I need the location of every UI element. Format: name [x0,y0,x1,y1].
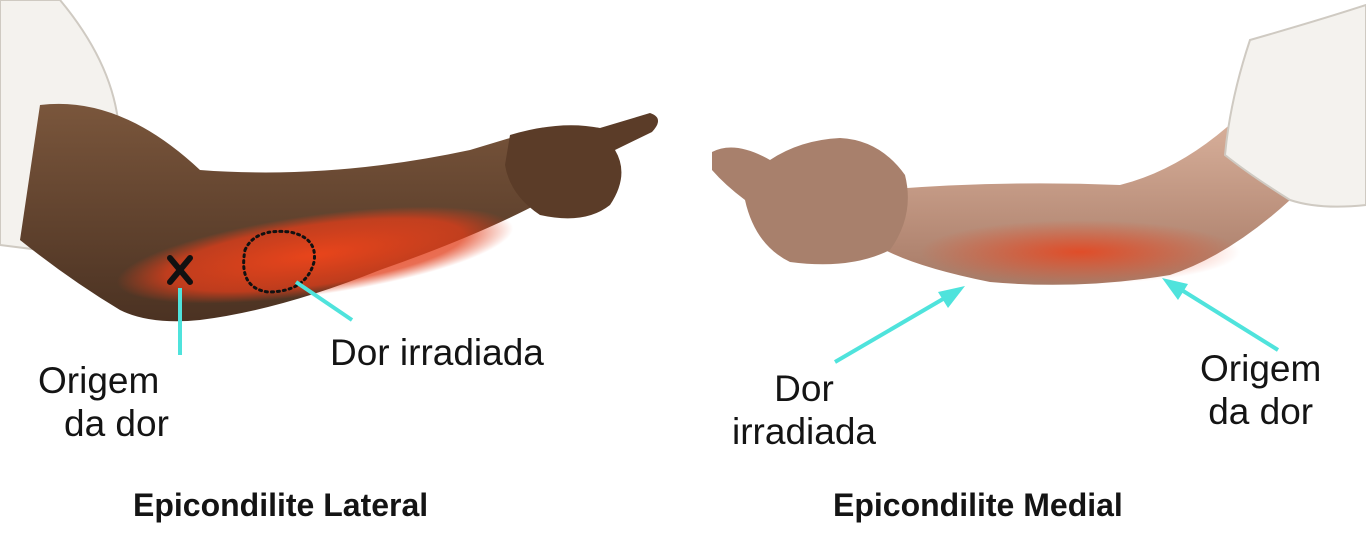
left-radiated-label: Dor irradiada [330,332,544,375]
right-origin-label: Origem da dor [1200,348,1321,433]
left-arm [0,0,658,355]
right-hand [712,138,908,264]
right-radiated-label: Dor irradiada [732,368,876,453]
right-arm [712,5,1366,362]
left-origin-label-line1: Origem [38,360,169,403]
right-radiated-pointer [835,286,965,362]
right-radiated-label-line1: Dor [732,368,876,411]
left-origin-label-line2: da dor [64,403,169,446]
left-hand [505,113,658,218]
right-origin-label-line1: Origem [1200,348,1321,391]
right-caption: Epicondilite Medial [833,487,1123,524]
right-radiated-label-line2: irradiada [732,411,876,454]
left-origin-label: Origem da dor [38,360,169,445]
left-caption: Epicondilite Lateral [133,487,428,524]
right-origin-label-line2: da dor [1200,391,1321,434]
right-pain-zone [920,220,1240,284]
right-origin-pointer [1162,278,1278,350]
